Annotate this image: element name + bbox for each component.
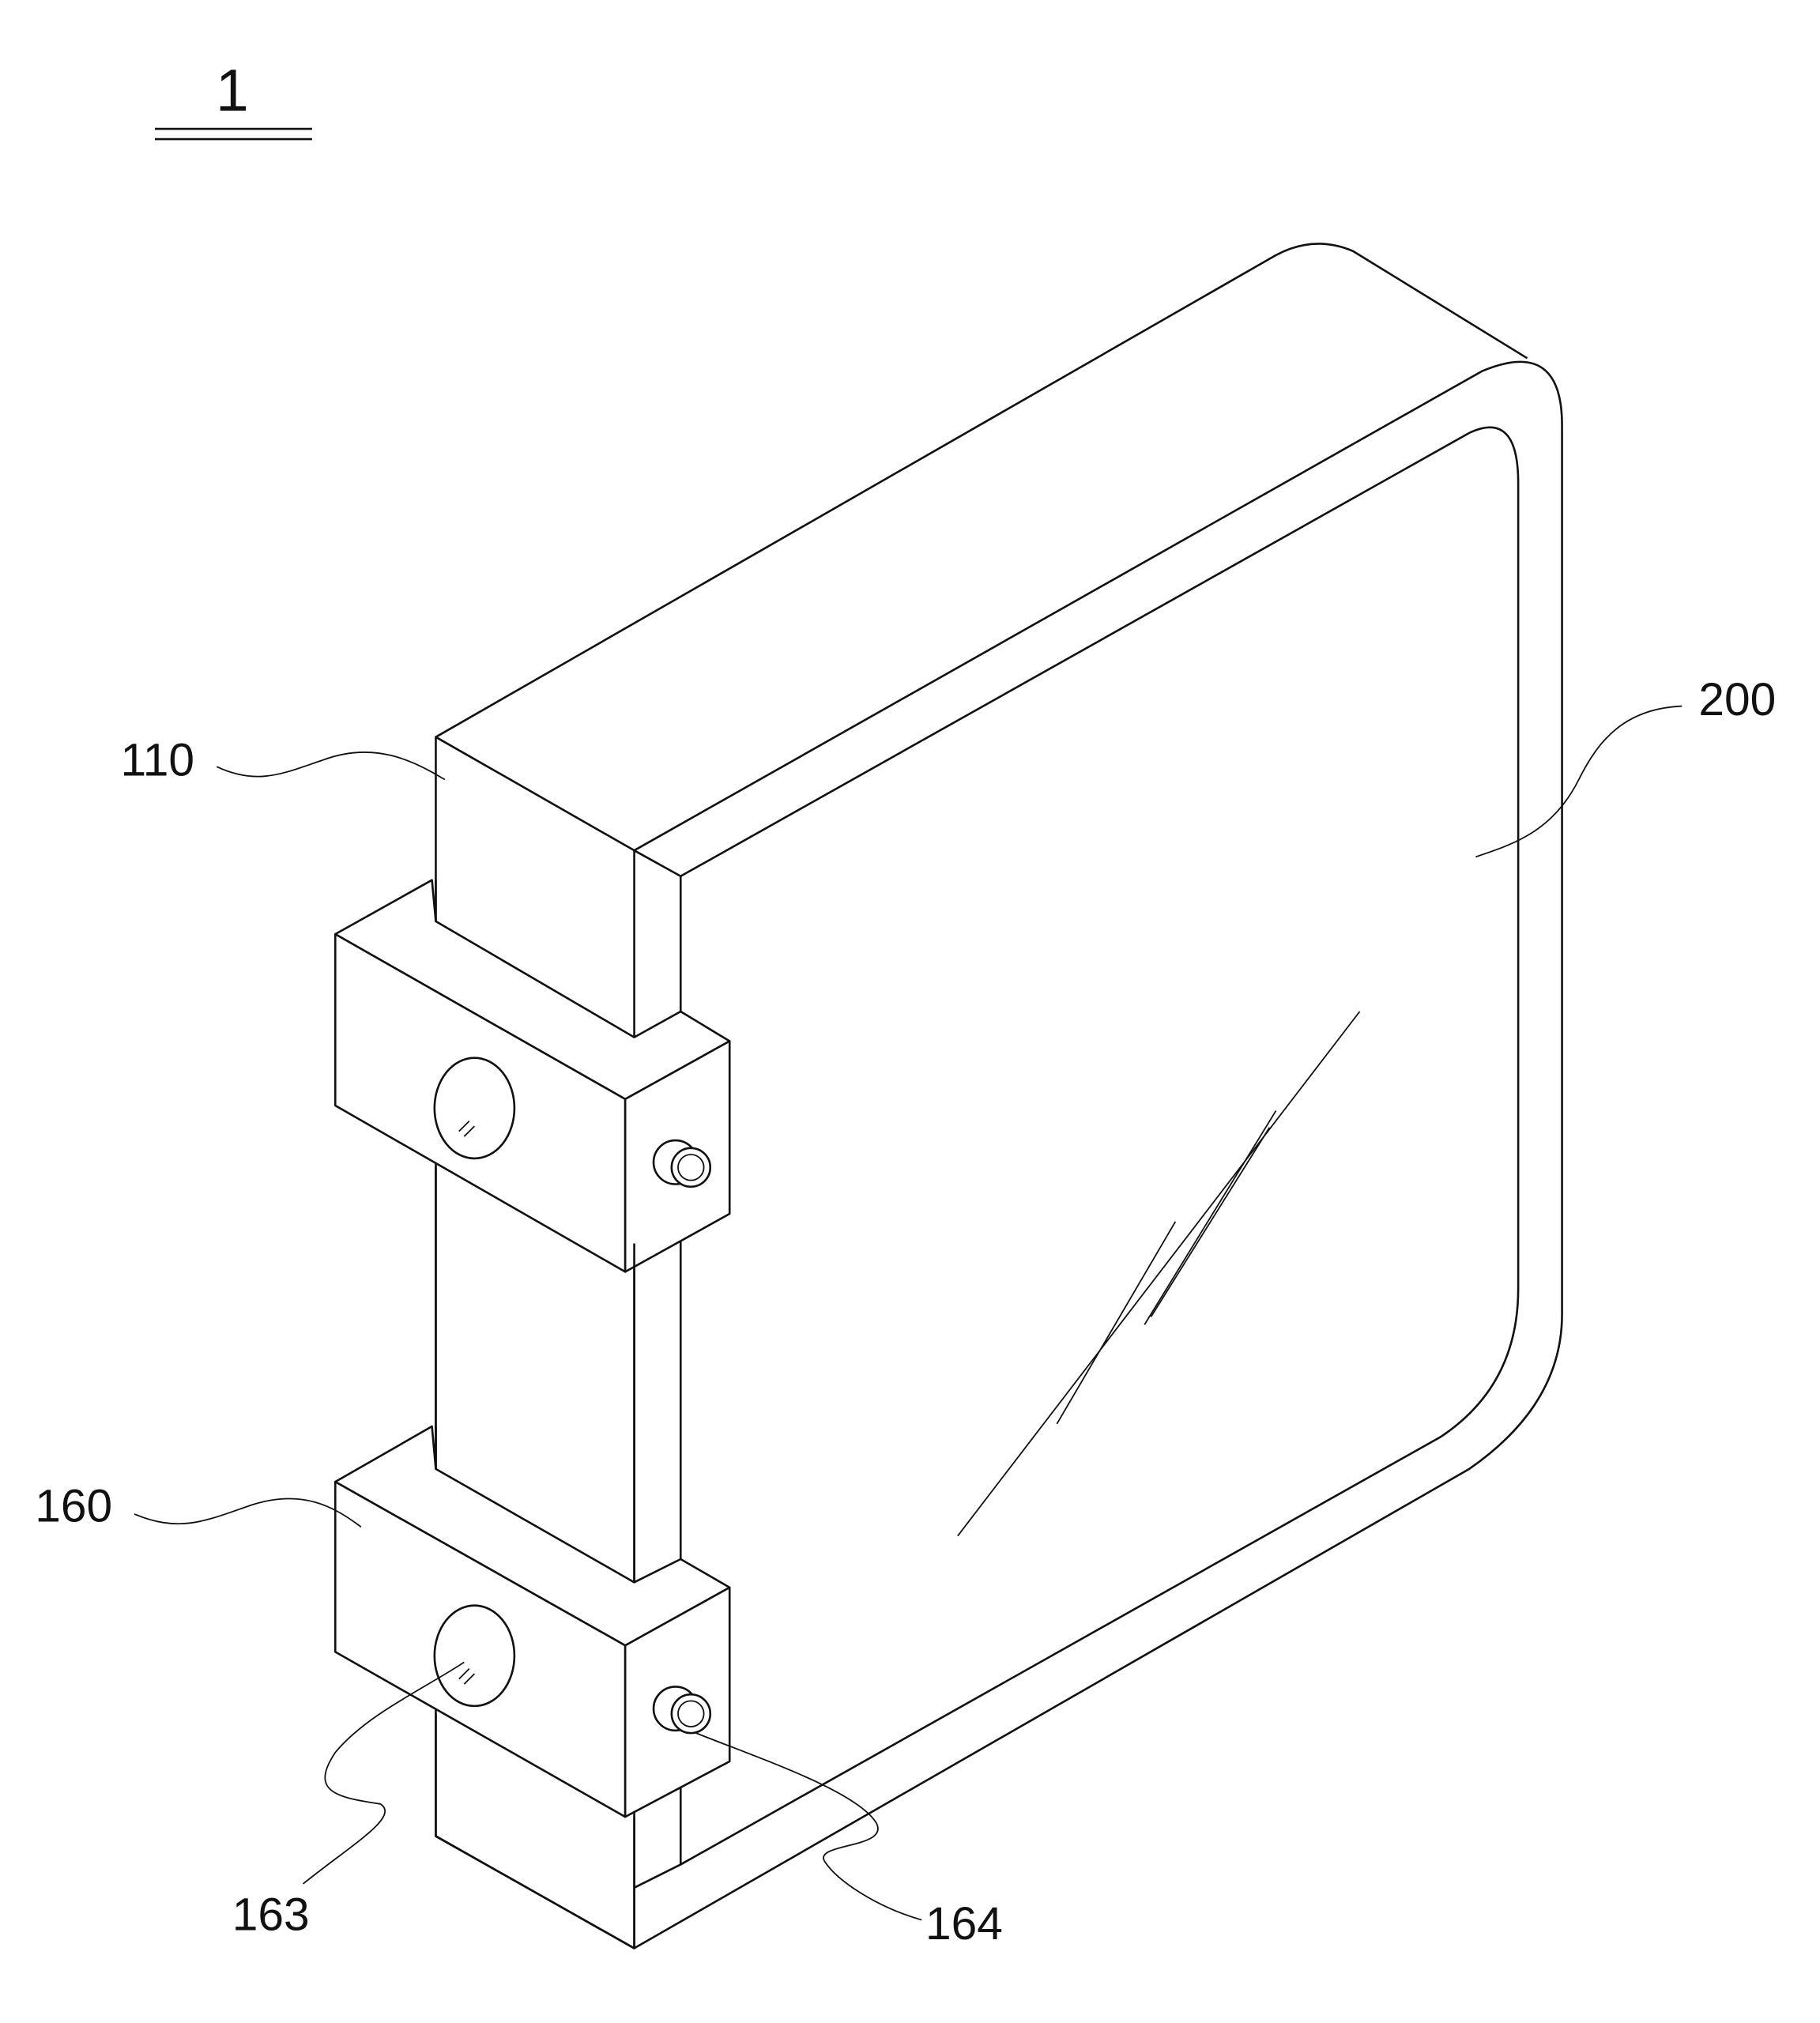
figure-number: 1 xyxy=(216,57,249,123)
lower-knob-icon xyxy=(652,1686,712,1735)
label-163: 163 xyxy=(232,1889,310,1941)
panel-200 xyxy=(435,243,1563,1950)
upper-clamp-block xyxy=(333,879,731,1273)
label-160: 160 xyxy=(35,1481,112,1532)
label-200: 200 xyxy=(1698,674,1776,725)
lower-clamp-block xyxy=(333,1425,731,1818)
upper-sight-window xyxy=(433,1057,516,1160)
label-164: 164 xyxy=(925,1898,1003,1950)
label-110: 110 xyxy=(120,735,194,786)
lower-sight-window xyxy=(433,1604,516,1708)
upper-knob-icon xyxy=(652,1139,712,1189)
